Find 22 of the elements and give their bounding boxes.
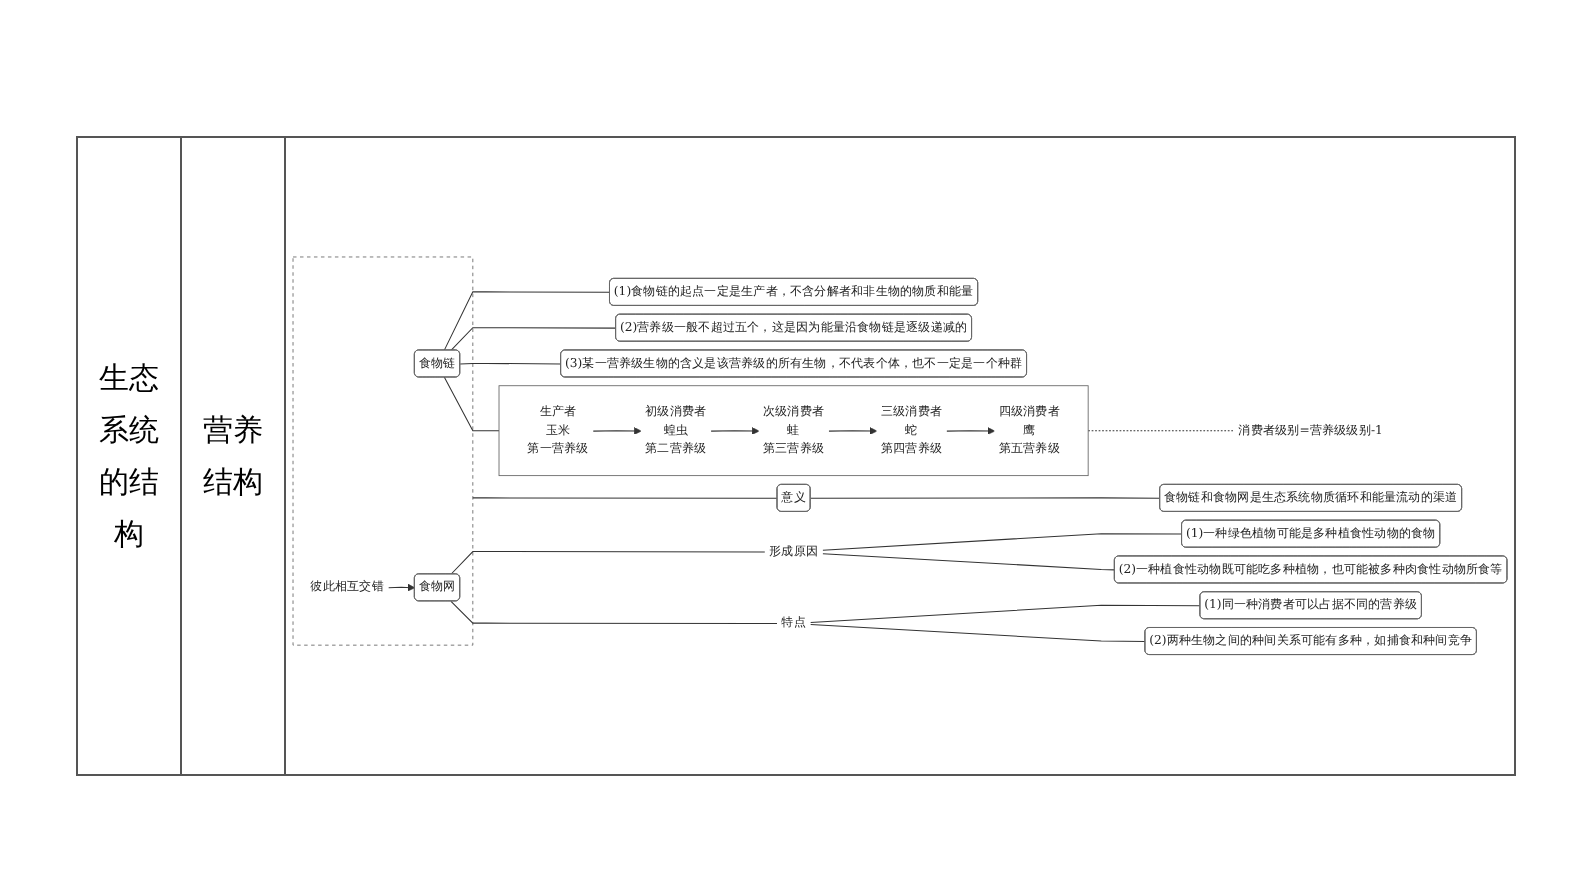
- arrow: [710, 427, 760, 436]
- connector: [810, 497, 1161, 500]
- connector: [443, 376, 500, 432]
- arrow: [946, 427, 996, 436]
- table-cell-text: 营养结构: [201, 410, 265, 504]
- arrow: [592, 427, 642, 436]
- connector: [810, 624, 1146, 643]
- connector: [822, 553, 1116, 571]
- cluster: [292, 256, 474, 646]
- connector: [450, 327, 617, 352]
- arrow: [388, 583, 416, 592]
- connector: [810, 604, 1201, 624]
- cluster: [498, 385, 1089, 477]
- connector: [472, 497, 778, 500]
- table-cell-text: 生态系统的结构: [97, 358, 161, 556]
- connector: [450, 601, 778, 625]
- connector: [443, 291, 611, 352]
- connector: [822, 533, 1183, 552]
- connector: [1087, 430, 1235, 432]
- connector: [450, 551, 766, 575]
- arrow: [828, 427, 878, 436]
- connector: [459, 363, 562, 365]
